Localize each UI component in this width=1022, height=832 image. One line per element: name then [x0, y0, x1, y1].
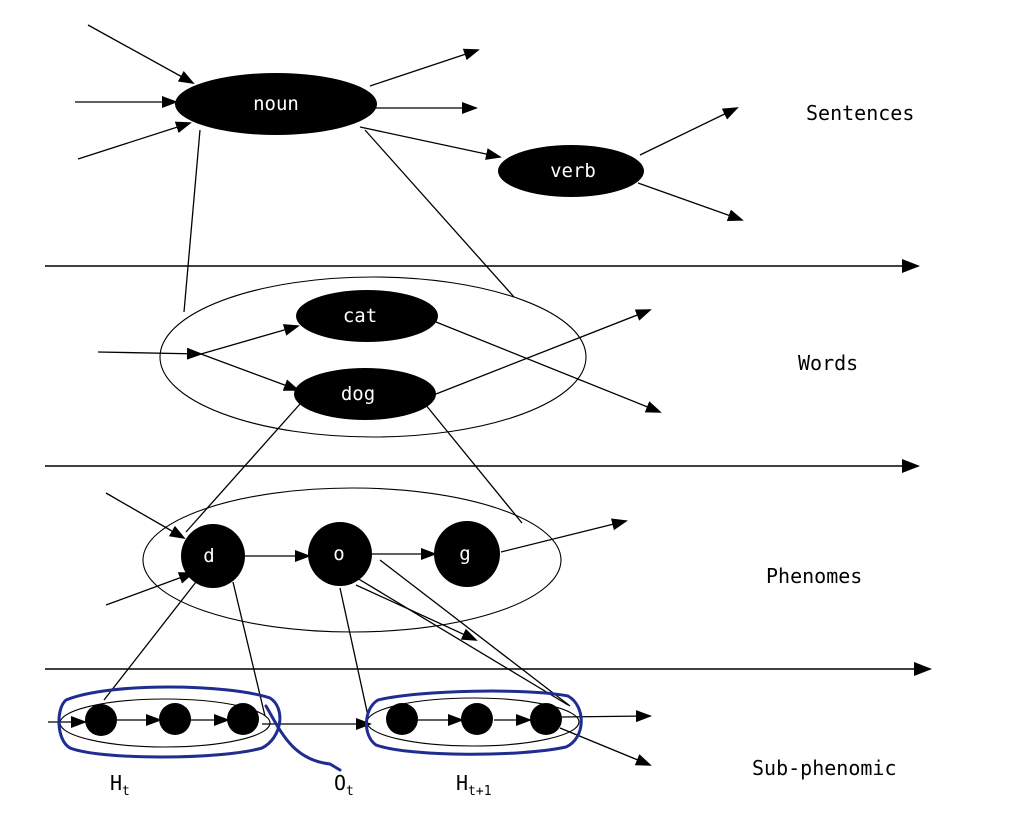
level-label-sentences: Sentences	[806, 101, 914, 125]
sub-state-4	[386, 703, 418, 735]
node-label-dog: dog	[341, 383, 375, 405]
edge-cat-out	[435, 321, 662, 413]
link-noun-to-words-right	[364, 129, 515, 298]
edge-g-out	[500, 518, 628, 553]
sub-state-2	[159, 703, 191, 735]
link-o-to-sub-right	[351, 574, 569, 706]
sub-state-3	[227, 703, 259, 735]
link-g-to-sub	[379, 559, 571, 707]
subphenomic-level: Sub-phenomic Ht Ot Ht+1	[48, 685, 897, 799]
level-label-phenomes: Phenomes	[766, 564, 862, 588]
level-label-words: Words	[798, 351, 858, 375]
level-label-subphenomic: Sub-phenomic	[752, 756, 897, 780]
edge-to-dog	[200, 353, 300, 391]
node-label-noun: noun	[253, 93, 299, 115]
edge-to-cat	[200, 324, 300, 355]
edge-o-out	[355, 584, 478, 641]
blue-loop-h-t1	[365, 689, 583, 756]
edge-in-noun-3	[77, 121, 192, 160]
blue-stroke-o-t	[264, 704, 342, 772]
node-dog	[294, 368, 436, 420]
words-level: cat dog Words	[97, 276, 858, 438]
phenomes-group-ellipse	[142, 487, 562, 633]
node-g	[434, 521, 500, 587]
node-label-g: g	[459, 543, 470, 565]
edge-verb-out-2	[637, 182, 744, 221]
label-o-t: Ot	[334, 771, 354, 799]
edge-in-words	[97, 347, 203, 360]
node-label-cat: cat	[343, 305, 377, 327]
node-label-d: d	[203, 545, 214, 567]
blue-loop-h-t	[57, 685, 282, 759]
edge-in-noun-1	[87, 24, 195, 84]
edge-dog-out	[435, 309, 652, 395]
sub-state-5	[461, 703, 493, 735]
link-o-to-sub-left	[339, 587, 369, 717]
link-dog-to-phenomes-right	[424, 403, 523, 524]
node-o	[308, 522, 372, 586]
link-noun-to-words-left	[183, 129, 201, 313]
sub-state-1	[85, 704, 117, 736]
link-d-to-sub-left	[103, 581, 197, 701]
node-label-verb: verb	[550, 160, 596, 182]
sentences-level: noun verb Sentences	[75, 24, 914, 221]
node-label-o: o	[333, 543, 344, 565]
edge-sub-out-1	[561, 710, 652, 723]
label-h-t1: Ht+1	[456, 771, 492, 799]
edge-sub-out-2	[559, 727, 652, 766]
node-verb	[498, 145, 644, 197]
node-d	[181, 524, 245, 588]
words-group-ellipse	[159, 276, 587, 438]
edge-noun-out-1	[369, 48, 480, 87]
edge-verb-out-1	[639, 107, 739, 156]
edge-in-d-1	[105, 492, 186, 539]
node-cat	[296, 290, 438, 342]
edge-noun-to-verb	[359, 126, 502, 160]
sub-state-6	[530, 703, 562, 735]
link-dog-to-phenomes-left	[185, 403, 301, 533]
edge-in-d-2	[105, 572, 195, 606]
label-h-t: Ht	[110, 771, 130, 799]
node-noun	[175, 73, 377, 135]
phenomes-level: d o g Phenomes	[105, 487, 862, 641]
